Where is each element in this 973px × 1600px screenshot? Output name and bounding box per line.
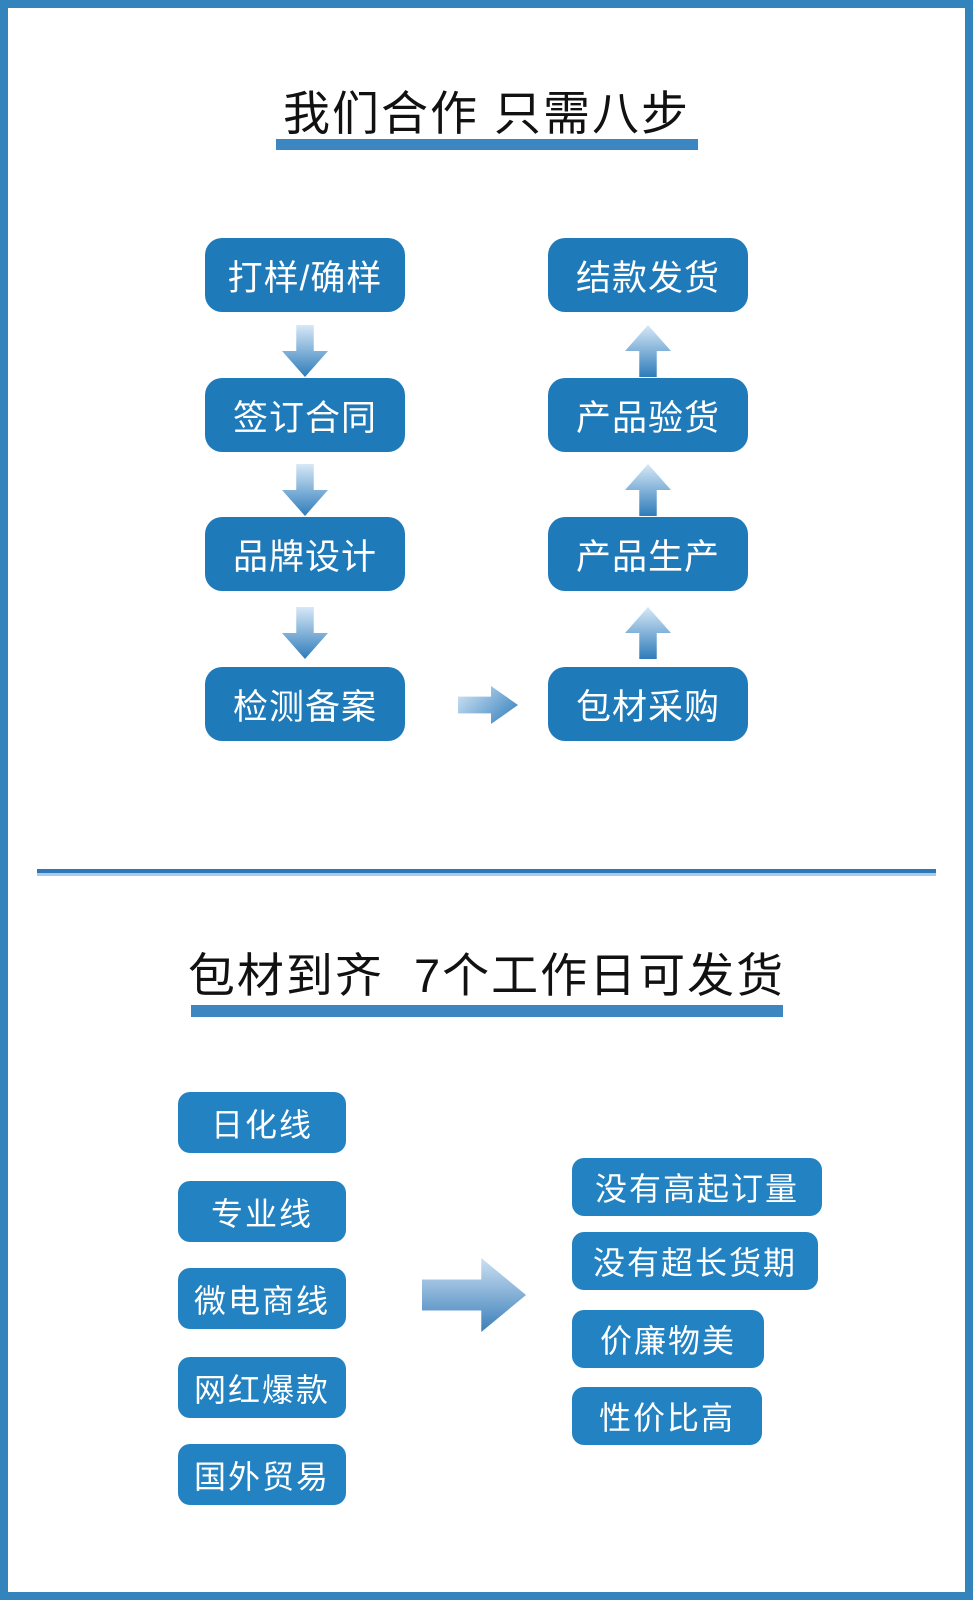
section-divider bbox=[37, 869, 936, 876]
product-line-tag-micro-ecommerce: 微电商线 bbox=[178, 1268, 346, 1329]
flow-step-box-inspection: 产品验货 bbox=[548, 378, 748, 452]
cooperation-title-underline bbox=[275, 139, 698, 150]
flow-step-box-brand-design: 品牌设计 bbox=[205, 517, 405, 591]
product-line-tag-influencer-hot: 网红爆款 bbox=[178, 1357, 346, 1418]
benefit-tag-no-long-leadtime: 没有超长货期 bbox=[572, 1232, 818, 1290]
flow-step-box-payment-shipping: 结款发货 bbox=[548, 238, 748, 312]
benefit-tag-good-value: 价廉物美 bbox=[572, 1310, 764, 1368]
big-right-arrow-icon bbox=[422, 1258, 526, 1332]
benefit-tag-no-high-moq: 没有高起订量 bbox=[572, 1158, 822, 1216]
down-arrow-icon bbox=[282, 464, 328, 516]
down-arrow-icon bbox=[282, 607, 328, 659]
up-arrow-icon bbox=[625, 464, 671, 516]
flow-step-box-packaging-purchase: 包材采购 bbox=[548, 667, 748, 741]
down-arrow-icon bbox=[282, 325, 328, 377]
flow-step-box-testing-filing: 检测备案 bbox=[205, 667, 405, 741]
up-arrow-icon bbox=[625, 607, 671, 659]
benefit-tag-cost-effective: 性价比高 bbox=[572, 1387, 762, 1445]
product-line-tag-daily-chemical: 日化线 bbox=[178, 1092, 346, 1153]
product-line-tag-professional: 专业线 bbox=[178, 1181, 346, 1242]
flow-step-box-sample: 打样/确样 bbox=[205, 238, 405, 312]
flow-step-box-production: 产品生产 bbox=[548, 517, 748, 591]
right-arrow-icon bbox=[458, 686, 518, 724]
delivery-title: 包材到齐 7个工作日可发货 bbox=[187, 949, 786, 1002]
product-line-tag-foreign-trade: 国外贸易 bbox=[178, 1444, 346, 1505]
up-arrow-icon bbox=[625, 325, 671, 377]
delivery-title-underline bbox=[190, 1005, 783, 1017]
cooperation-title: 我们合作 只需八步 bbox=[282, 87, 691, 140]
flow-step-box-contract: 签订合同 bbox=[205, 378, 405, 452]
